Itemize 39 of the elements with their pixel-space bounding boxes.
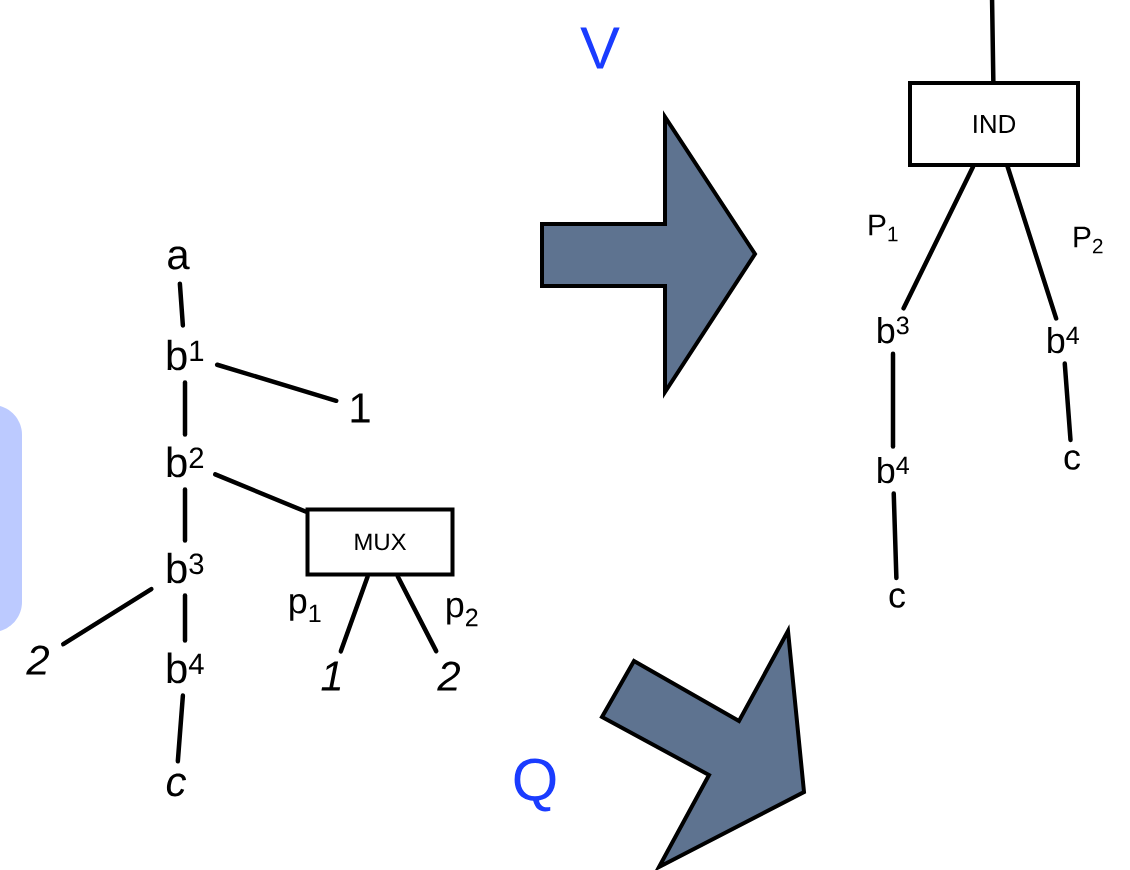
- tree-label: b$^{1}$: [167, 339, 204, 371]
- transform-letter: Q: [514, 758, 556, 812]
- edge-label: P$_{2}$: [1074, 226, 1103, 254]
- edge-label: p$_{1}$: [290, 594, 321, 622]
- tree-label: b$^{4}$: [1048, 326, 1079, 354]
- connector-line: [213, 472, 308, 514]
- tree-label: c: [1064, 450, 1080, 470]
- operator-box: IND: [908, 81, 1080, 167]
- tree-label: 1: [351, 393, 370, 423]
- tree-label: b$^{3}$: [878, 316, 909, 344]
- tree-label: b$^{4}$: [878, 456, 909, 484]
- tree-label: 1: [321, 661, 341, 691]
- tree-label: a: [168, 246, 190, 270]
- connector-line: [1005, 164, 1059, 321]
- connector-line: [182, 593, 188, 643]
- tree-label: b$^{3}$: [167, 552, 204, 584]
- tree-label: c: [166, 773, 186, 797]
- transform-letter: V: [580, 27, 620, 69]
- connector-line: [890, 351, 896, 449]
- connector-line: [338, 574, 370, 654]
- connector-line: [175, 693, 186, 764]
- operator-box: MUX: [305, 507, 455, 577]
- connector-line: [214, 362, 339, 404]
- connector-line: [989, 0, 996, 84]
- connector-line: [901, 164, 976, 311]
- connector-line: [177, 281, 186, 328]
- tree-label: 2: [26, 645, 50, 675]
- tree-label: b$^{4}$: [167, 652, 204, 684]
- connector-line: [182, 380, 188, 437]
- edge-label: p$_{2}$: [447, 597, 478, 627]
- connector-line: [61, 586, 154, 647]
- connector-line: [891, 491, 899, 581]
- tree-label: 2: [437, 661, 461, 691]
- edge-label: P$_{1}$: [869, 214, 898, 242]
- tree-label: c: [889, 588, 905, 608]
- connector-line: [395, 574, 439, 654]
- connector-line: [182, 487, 188, 543]
- connector-line: [1062, 361, 1073, 443]
- tree-label: b$^{2}$: [167, 446, 204, 478]
